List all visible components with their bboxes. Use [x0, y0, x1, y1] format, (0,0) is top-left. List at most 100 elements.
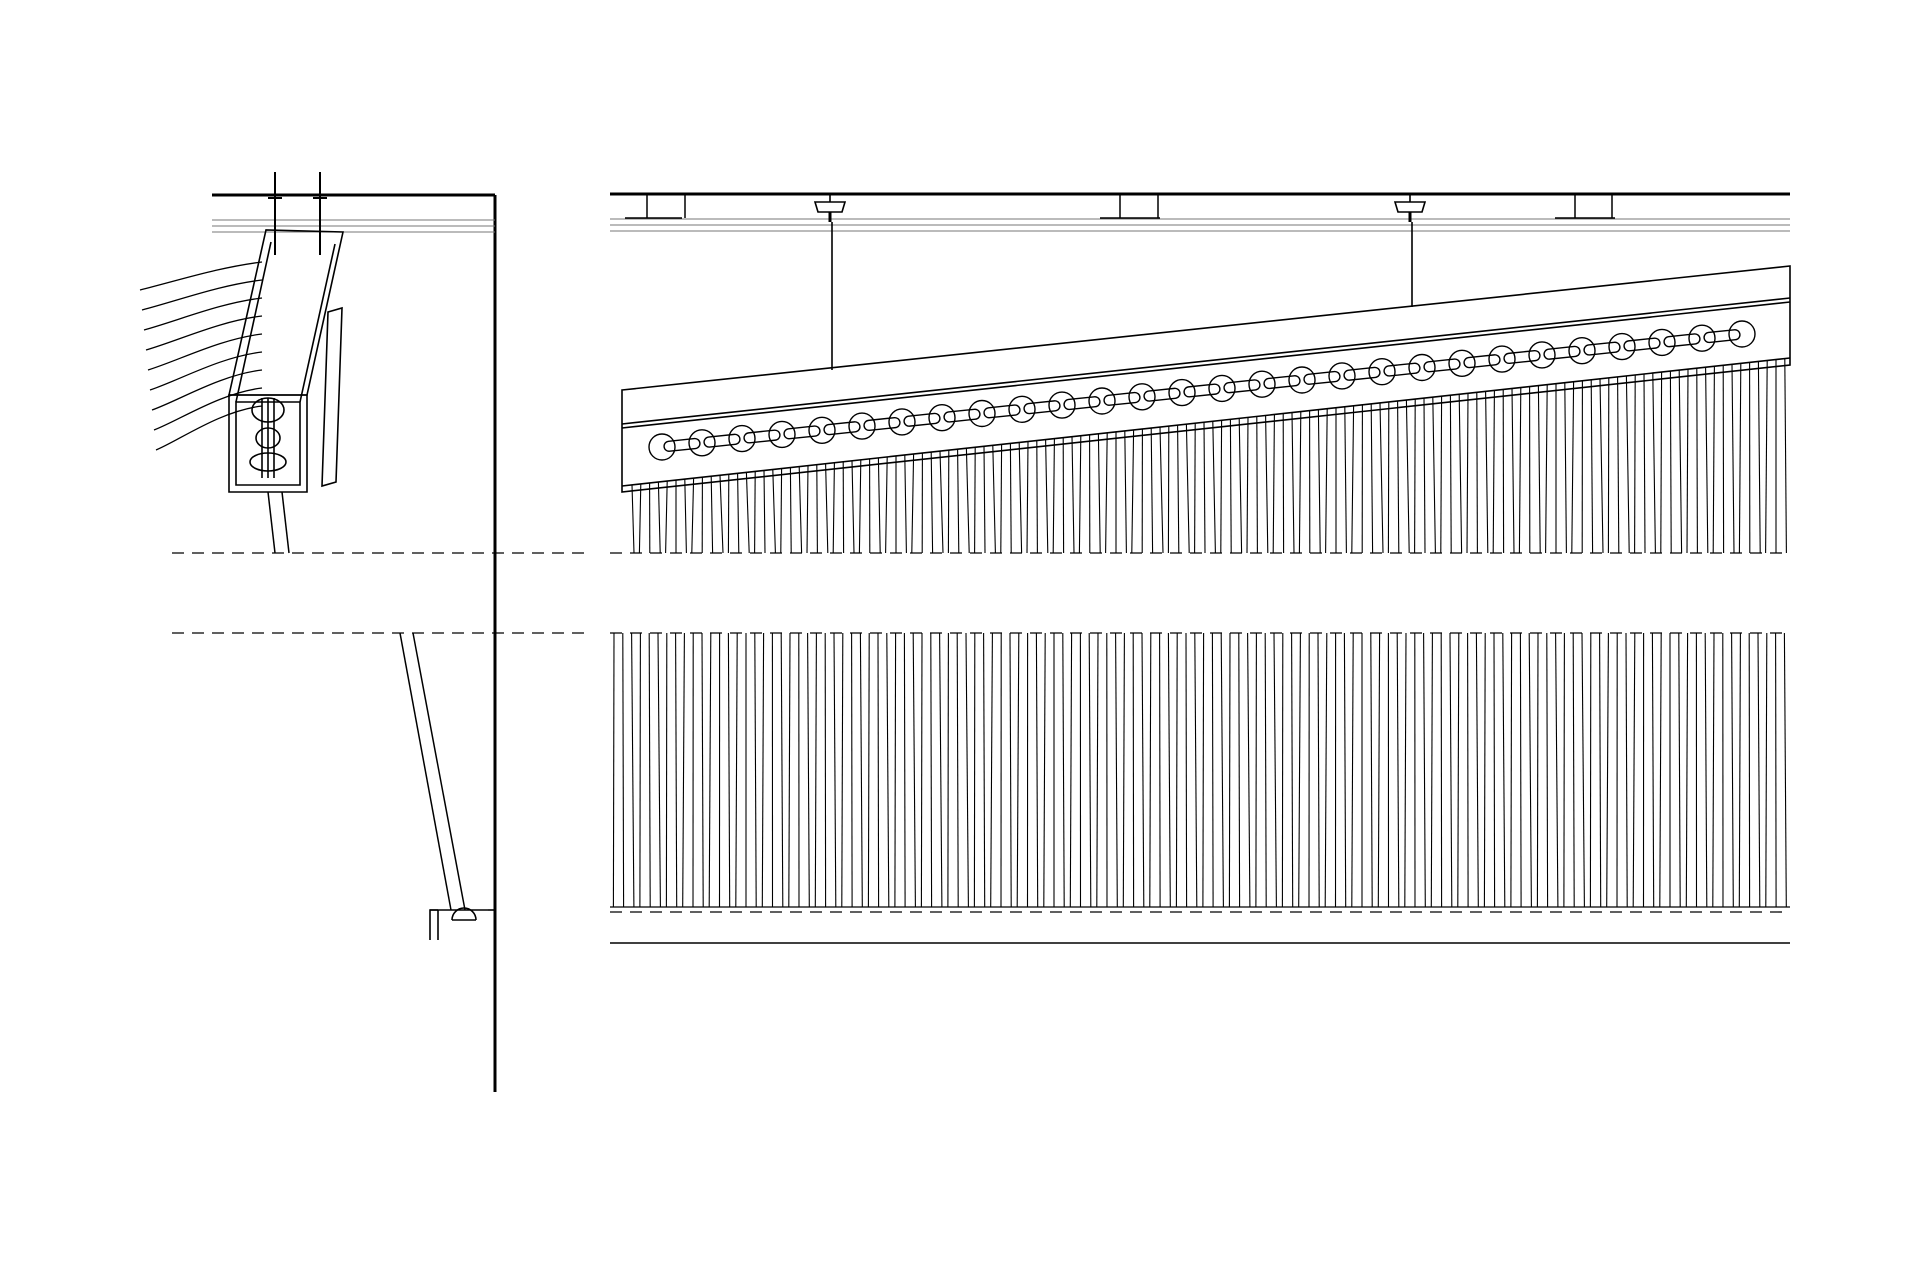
upper-strand [685, 479, 687, 553]
section-strand [148, 334, 262, 370]
section-strand [142, 280, 262, 310]
lower-strand [1600, 633, 1601, 907]
elevation-hanger-rod-2 [1395, 194, 1425, 307]
chain-ring [1409, 355, 1435, 381]
chain-link [744, 430, 781, 444]
lower-strand [1529, 633, 1531, 907]
chain-ring [1289, 367, 1315, 393]
lower-strand [1776, 633, 1777, 907]
lower-strand [789, 633, 790, 907]
upper-strand [807, 466, 808, 553]
upper-strand [1661, 372, 1662, 553]
chain-link [1584, 342, 1621, 356]
upper-strand [1626, 376, 1629, 553]
chain-link [1024, 400, 1061, 414]
upper-strand [1160, 427, 1163, 553]
lower-strand [948, 633, 949, 907]
upper-strand [1644, 374, 1645, 553]
lower-strand [1036, 633, 1037, 907]
chain-link [1264, 375, 1301, 389]
lower-strand [940, 633, 942, 907]
lower-strand [1089, 633, 1091, 907]
section-lower-strand [268, 492, 289, 553]
upper-strand [1398, 401, 1399, 553]
section-ceiling-grid [212, 220, 495, 232]
lower-strand [623, 633, 624, 907]
lower-strand [991, 633, 993, 907]
lower-strand [1239, 633, 1240, 907]
chain-ring [689, 430, 715, 456]
lower-strand [1739, 633, 1740, 907]
upper-strand [1467, 393, 1468, 553]
lower-strand [1784, 633, 1786, 907]
lower-strand [1212, 633, 1213, 907]
upper-strand [1186, 424, 1189, 553]
chain-ring [1729, 321, 1755, 347]
chain-link [864, 417, 901, 431]
lower-strand [1292, 633, 1293, 907]
lower-strand [1484, 633, 1485, 907]
upper-strand [738, 473, 739, 553]
lower-strand [1195, 633, 1197, 907]
upper-strand [958, 449, 959, 553]
upper-strand [1132, 430, 1134, 553]
lower-strand [1476, 633, 1478, 907]
lower-strand [1679, 633, 1680, 907]
lower-strand [1097, 633, 1098, 907]
chain-link [1184, 384, 1221, 398]
upper-strand [632, 485, 634, 553]
lower-strand [1732, 633, 1734, 907]
lower-strand [1371, 633, 1372, 907]
lower-strand [1123, 633, 1124, 907]
lower-strand [1424, 633, 1426, 907]
lower-strand [1494, 633, 1495, 907]
upper-strand [1019, 443, 1021, 554]
upper-strand [1591, 380, 1592, 553]
upper-strand [1424, 398, 1425, 553]
upper-strand [1519, 388, 1520, 554]
section-strand [150, 352, 262, 390]
lower-strand [1660, 633, 1661, 907]
lower-strand [895, 633, 896, 907]
upper-strand [1486, 391, 1488, 553]
upper-strand [1221, 420, 1222, 553]
upper-strand [1546, 385, 1548, 553]
lower-strand [1468, 633, 1469, 907]
elevation-ceiling-grid [610, 219, 1790, 231]
lower-strand [1607, 633, 1609, 907]
lower-strand [1116, 633, 1118, 907]
upper-strand [1098, 434, 1100, 553]
elevation-ceiling-joints [625, 194, 1615, 218]
upper-strand [639, 484, 640, 553]
upper-strand [658, 482, 660, 553]
upper-strand [905, 455, 907, 553]
upper-strand [1318, 410, 1320, 553]
upper-strand [711, 476, 712, 553]
upper-strand [1679, 370, 1681, 553]
upper-strand [886, 457, 888, 553]
lower-strand [1503, 633, 1505, 907]
lower-strand [1520, 633, 1521, 907]
lower-strand [1063, 633, 1064, 907]
chain-ring [769, 421, 795, 447]
upper-strand [1001, 444, 1002, 553]
lower-strand [1274, 633, 1276, 907]
chain-ring [1609, 334, 1635, 360]
upper-strand [1687, 369, 1688, 553]
upper-strand [1512, 389, 1514, 554]
lower-strand [709, 633, 711, 907]
lower-strand [1168, 633, 1170, 907]
upper-strand [1257, 416, 1258, 553]
lower-strand [1705, 633, 1707, 907]
upper-strand [1572, 382, 1574, 553]
chain-ring [1169, 380, 1195, 406]
upper-strand [878, 458, 880, 553]
upper-strand [1273, 415, 1274, 554]
upper-strand [1195, 423, 1196, 553]
chain-ring [1569, 338, 1595, 364]
upper-strand [975, 447, 976, 553]
upper-strand [859, 460, 860, 553]
lower-strand [762, 633, 763, 907]
lower-strand [1044, 633, 1045, 907]
